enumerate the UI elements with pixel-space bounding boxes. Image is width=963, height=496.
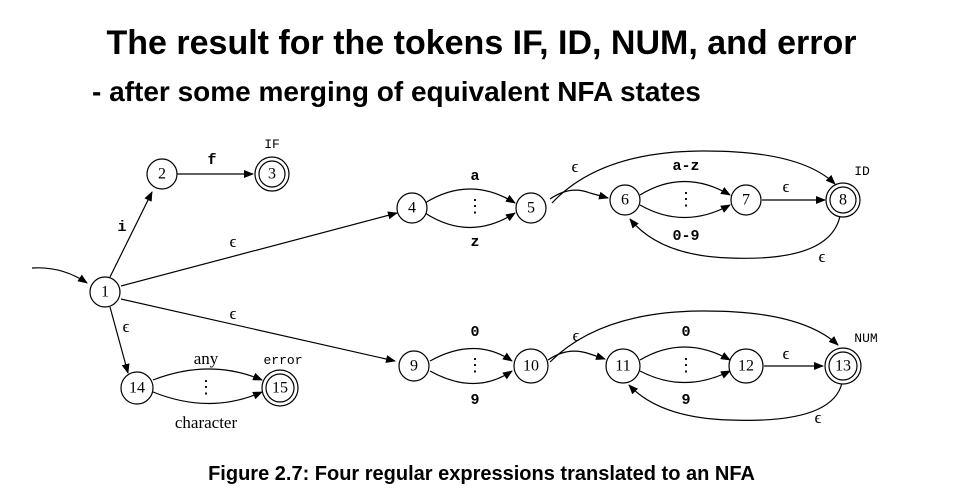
label-0-9: 0-9 bbox=[672, 228, 699, 245]
svg-text:11: 11 bbox=[615, 358, 630, 375]
edge-8-6 bbox=[629, 215, 841, 259]
label-eps-8-6: ϵ bbox=[819, 247, 826, 266]
label-eps-5-6: ϵ bbox=[572, 157, 579, 176]
edge-11-12-0 bbox=[639, 346, 731, 361]
edge-1-4 bbox=[120, 211, 398, 287]
edge-1-9 bbox=[120, 298, 396, 363]
edge-10-11 bbox=[547, 350, 606, 361]
dots-14-15: ⋮ bbox=[197, 377, 215, 397]
svg-text:12: 12 bbox=[738, 358, 754, 375]
svg-text:7: 7 bbox=[742, 192, 750, 209]
svg-text:2: 2 bbox=[158, 166, 166, 183]
svg-text:4: 4 bbox=[408, 200, 416, 217]
label-0-9to10: 0 bbox=[470, 324, 479, 341]
edge-13-11 bbox=[628, 382, 843, 421]
tag-error: error bbox=[263, 353, 302, 368]
svg-text:14: 14 bbox=[129, 380, 145, 397]
state-4: 4 bbox=[396, 192, 428, 224]
edge-5-6 bbox=[549, 189, 609, 200]
svg-text:9: 9 bbox=[410, 358, 418, 375]
edges bbox=[31, 150, 843, 421]
state-8: 8 bbox=[825, 182, 861, 218]
edge-6-7-09 bbox=[639, 204, 731, 219]
svg-text:8: 8 bbox=[839, 192, 847, 209]
svg-text:15: 15 bbox=[272, 380, 288, 397]
svg-text:5: 5 bbox=[527, 200, 535, 217]
edge-9-10-9 bbox=[429, 370, 513, 385]
label-any: any bbox=[194, 349, 219, 368]
state-3: 3 bbox=[254, 156, 290, 192]
edge-1-2 bbox=[109, 191, 153, 278]
label-a-z: a-z bbox=[672, 158, 699, 175]
edge-14-15-char bbox=[152, 391, 263, 405]
label-9-9to10: 9 bbox=[470, 392, 479, 409]
tag-if: IF bbox=[264, 137, 280, 152]
dots-6-7: ⋮ bbox=[677, 189, 695, 209]
edge-5-8 bbox=[551, 150, 836, 204]
subtitle: - after some merging of equivalent NFA s… bbox=[92, 76, 701, 107]
svg-text:3: 3 bbox=[268, 166, 276, 183]
edge-4-5-z bbox=[424, 212, 516, 228]
tag-num: NUM bbox=[854, 331, 877, 346]
label-eps-12-13: ϵ bbox=[783, 344, 790, 363]
label-eps-1-14: ϵ bbox=[123, 317, 130, 336]
state-11: 11 bbox=[605, 348, 641, 384]
label-i: i bbox=[117, 219, 126, 236]
state-9: 9 bbox=[398, 350, 430, 382]
states: 1 2 3 4 5 6 7 8 9 10 11 12 13 14 15 bbox=[89, 156, 862, 407]
edge-4-5-a bbox=[424, 188, 516, 204]
dots-11-12: ⋮ bbox=[677, 355, 695, 375]
label-eps-13-11: ϵ bbox=[815, 408, 822, 427]
svg-text:10: 10 bbox=[523, 358, 539, 375]
edge-10-13 bbox=[549, 310, 839, 363]
state-6: 6 bbox=[609, 184, 641, 216]
edge-9-10-0 bbox=[429, 347, 513, 362]
state-1: 1 bbox=[89, 276, 121, 308]
state-15: 15 bbox=[261, 369, 299, 407]
state-14: 14 bbox=[120, 371, 154, 405]
label-a: a bbox=[470, 168, 479, 185]
label-eps-7-8: ϵ bbox=[783, 177, 790, 196]
state-5: 5 bbox=[515, 192, 547, 224]
label-f: f bbox=[207, 152, 216, 169]
state-7: 7 bbox=[730, 184, 762, 216]
edge-14-15-any bbox=[152, 368, 263, 381]
figure-caption: Figure 2.7: Four regular expressions tra… bbox=[208, 463, 755, 485]
label-0-11to12: 0 bbox=[681, 324, 690, 341]
state-13: 13 bbox=[824, 347, 862, 385]
edge-start-1 bbox=[31, 267, 88, 284]
label-9-11to12: 9 bbox=[681, 392, 690, 409]
state-10: 10 bbox=[513, 348, 549, 384]
label-character: character bbox=[175, 413, 238, 432]
dots-9-10: ⋮ bbox=[466, 355, 484, 375]
svg-text:1: 1 bbox=[101, 284, 109, 301]
state-12: 12 bbox=[728, 348, 764, 384]
title: The result for the tokens IF, ID, NUM, a… bbox=[106, 24, 857, 62]
edge-11-12-9 bbox=[639, 370, 731, 384]
dots-4-5: ⋮ bbox=[466, 196, 484, 216]
label-z: z bbox=[470, 234, 479, 251]
tag-id: ID bbox=[854, 164, 870, 179]
label-eps-1-4: ϵ bbox=[230, 232, 237, 251]
edge-6-7-az bbox=[639, 180, 731, 196]
svg-text:13: 13 bbox=[835, 358, 851, 375]
svg-text:6: 6 bbox=[621, 192, 629, 209]
state-2: 2 bbox=[146, 158, 178, 190]
edge-1-14 bbox=[109, 306, 130, 374]
label-eps-1-9: ϵ bbox=[230, 304, 237, 323]
label-eps-10-11: ϵ bbox=[573, 326, 580, 345]
